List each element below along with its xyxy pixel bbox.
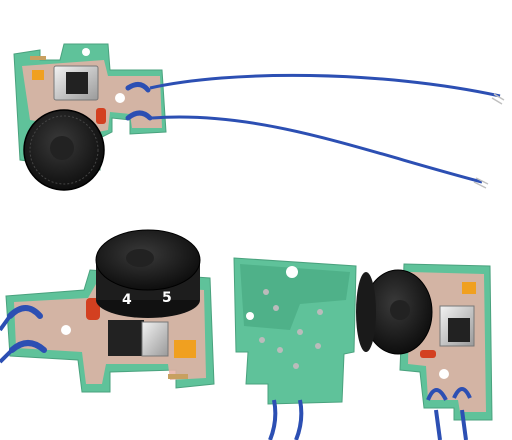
wire-loop — [7, 305, 43, 319]
mount-hole — [82, 48, 90, 56]
speed-controller-board-left: 4 5 — [0, 229, 215, 393]
trimmer-potentiometer — [462, 282, 476, 294]
wire-blue — [149, 73, 501, 98]
mount-hole — [439, 369, 449, 379]
wire-loop — [452, 387, 472, 399]
triac — [448, 318, 470, 342]
triac — [66, 72, 88, 94]
wire-blue — [294, 399, 304, 440]
capacitor — [420, 350, 436, 358]
resistor — [168, 374, 188, 379]
capacitor — [96, 108, 106, 124]
resistor — [30, 56, 46, 60]
trimmer-potentiometer — [174, 340, 196, 358]
wire-loop — [426, 388, 448, 401]
triac — [108, 320, 144, 356]
wire-blue — [434, 409, 468, 440]
mount-hole — [286, 266, 298, 278]
wire-strand — [473, 177, 489, 189]
mount-hole — [246, 312, 254, 320]
speed-controller-board-right — [356, 263, 493, 440]
wire-blue — [268, 399, 278, 440]
mount-hole — [61, 325, 71, 335]
speed-controller-board-back — [233, 257, 357, 440]
wire-loop — [125, 82, 151, 93]
mount-hole — [115, 93, 125, 103]
speed-controller-board-top — [13, 43, 167, 191]
wire-strand — [491, 93, 505, 105]
wire-loop — [9, 340, 47, 353]
heatsink — [141, 321, 169, 357]
capacitor — [86, 298, 100, 320]
wire-blue — [151, 115, 483, 184]
dial-digit: 5 — [162, 290, 172, 306]
dial-digit: 4 — [122, 292, 132, 308]
trimmer-potentiometer — [32, 70, 44, 80]
wire-loop — [125, 110, 153, 121]
copper-area — [240, 264, 350, 330]
